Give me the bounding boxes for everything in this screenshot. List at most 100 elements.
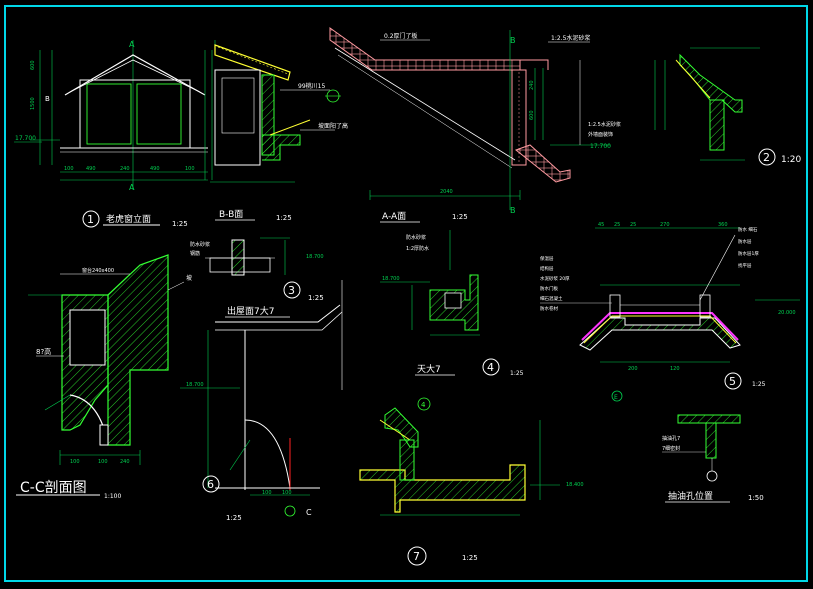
d6-number: 6 bbox=[207, 478, 214, 491]
d6-axis: C bbox=[306, 508, 312, 517]
bb-note-1: 99桃川15 bbox=[298, 82, 325, 90]
svg-text:600: 600 bbox=[30, 60, 36, 70]
d1-axis-a-bottom: A bbox=[129, 183, 135, 192]
d1-level-text: 17.700 bbox=[15, 135, 36, 142]
d4-scale: 1:25 bbox=[510, 370, 524, 377]
cc-title: C-C剖面图 bbox=[20, 480, 87, 496]
vent-note-1: 抽油孔7 bbox=[662, 435, 680, 442]
detail-cc-section: 窗台240x400 8?高 坡 100 100 240 C-C剖面图 1:100 bbox=[16, 254, 192, 500]
d7-scale: 1:25 bbox=[462, 554, 478, 562]
aa-scale: 1:25 bbox=[452, 213, 468, 221]
d5-axis: E bbox=[614, 394, 618, 401]
d5-note-7: 水泥砂浆 20厚 bbox=[540, 275, 570, 282]
detail-aa-section: 2040 240 600 0.2厚门了板 1:2.5水泥砂浆 1:2.5水泥砂浆… bbox=[329, 27, 621, 223]
d3-scale: 1:25 bbox=[308, 294, 324, 302]
d4-note-1: 防水砂浆 bbox=[406, 234, 426, 241]
d1-axis-a-top: A bbox=[129, 40, 135, 49]
d1-title: 老虎窗立面 bbox=[106, 213, 151, 225]
svg-text:240: 240 bbox=[120, 166, 130, 172]
aa-title: A-A面 bbox=[382, 211, 406, 222]
svg-text:100: 100 bbox=[64, 166, 74, 172]
svg-text:120: 120 bbox=[670, 366, 680, 372]
svg-text:25: 25 bbox=[614, 222, 620, 228]
detail-5-roof-edge: 45 25 25 270 360 200 120 防水 细石 防水层 防水层1厚 找平层… bbox=[540, 222, 800, 402]
d5-number: 5 bbox=[729, 375, 736, 388]
cc-note-1: 窗台240x400 bbox=[82, 267, 114, 274]
aa-note-1: 0.2厚门了板 bbox=[384, 32, 418, 40]
svg-text:1500: 1500 bbox=[30, 97, 36, 110]
d4-title: 天大7 bbox=[417, 363, 441, 375]
svg-text:490: 490 bbox=[86, 166, 96, 172]
bb-scale: 1:25 bbox=[276, 214, 292, 222]
aa-note-4: 外墙面装饰 bbox=[588, 131, 613, 138]
cc-note-2: 8?高 bbox=[36, 347, 51, 356]
svg-text:600: 600 bbox=[529, 110, 535, 120]
detail-7-canopy: 4 18.400 7 1:25 bbox=[359, 397, 584, 566]
d6-title: 出屋面7大7 bbox=[227, 305, 274, 317]
svg-text:200: 200 bbox=[628, 366, 638, 372]
drawing-border bbox=[4, 5, 808, 582]
detail-3-parapet: 防水砂浆 钢筋 18.700 3 1:25 bbox=[190, 237, 324, 302]
d7-level: 18.400 bbox=[566, 482, 584, 488]
d3-note-2: 钢筋 bbox=[190, 250, 200, 257]
aa-note-2: 1:2.5水泥砂浆 bbox=[551, 34, 590, 42]
cc-scale: 1:100 bbox=[104, 493, 121, 500]
detail-6-roof-exit: 18.700 100 100 出屋面7大7 6 1:25 C bbox=[180, 280, 343, 522]
d2-scale: 1:20 bbox=[781, 155, 801, 165]
detail-bb-section: 99桃川15 坡面阳了高 B-B面 1:25 bbox=[204, 40, 348, 222]
d5-scale: 1:25 bbox=[752, 381, 766, 388]
svg-text:25: 25 bbox=[630, 222, 636, 228]
d3-level: 18.700 bbox=[306, 254, 324, 260]
aa-axis-b-bottom: B bbox=[510, 206, 516, 215]
d3-number: 3 bbox=[288, 284, 295, 297]
d6-level: 18.700 bbox=[186, 382, 204, 388]
d5-note-3: 防水层1厚 bbox=[738, 250, 759, 257]
svg-text:2040: 2040 bbox=[440, 189, 453, 195]
svg-text:100: 100 bbox=[262, 490, 272, 496]
d5-note-9: 细石混凝土 bbox=[540, 295, 563, 302]
d4-number: 4 bbox=[487, 361, 494, 374]
d3-note-1: 防水砂浆 bbox=[190, 241, 210, 248]
svg-text:490: 490 bbox=[150, 166, 160, 172]
d5-note-5: 保温层 bbox=[540, 255, 554, 262]
d4-note-2: 1:2厚防水 bbox=[406, 245, 429, 252]
detail-4-gutter: 18.700 防水砂浆 1:2厚防水 天大7 4 1:25 bbox=[380, 230, 524, 377]
d1-axis-b: B bbox=[45, 95, 50, 103]
aa-axis-b-top: B bbox=[510, 36, 516, 45]
d2-number: 2 bbox=[763, 151, 770, 164]
detail-2-eave: 2 1:20 bbox=[654, 47, 801, 166]
detail-vent-position: 抽油孔7 7细密封 抽油孔位置 1:50 bbox=[662, 414, 764, 503]
svg-text:100: 100 bbox=[98, 459, 108, 465]
vent-scale: 1:50 bbox=[748, 494, 764, 502]
d1-scale: 1:25 bbox=[172, 220, 188, 228]
aa-level: 17.700 bbox=[590, 143, 611, 150]
vent-note-2: 7细密封 bbox=[662, 445, 680, 452]
d1-number: 1 bbox=[87, 213, 94, 226]
d6-scale-below: 1:25 bbox=[226, 514, 242, 522]
svg-text:100: 100 bbox=[185, 166, 195, 172]
d7-number: 7 bbox=[413, 550, 420, 563]
bb-note-2: 坡面阳了高 bbox=[318, 122, 348, 130]
d5-note-8: 防水门板 bbox=[540, 285, 558, 292]
cc-note-3: 坡 bbox=[186, 274, 192, 282]
svg-text:240: 240 bbox=[120, 459, 130, 465]
d5-note-2: 防水层 bbox=[738, 238, 752, 245]
svg-text:240: 240 bbox=[529, 80, 535, 90]
d5-note-6: 结构层 bbox=[540, 265, 554, 272]
d5-note-4: 找平层 bbox=[738, 262, 752, 269]
d7-callout: 4 bbox=[421, 401, 426, 409]
d5-note-10: 防水卷材 bbox=[540, 305, 558, 312]
d4-level: 18.700 bbox=[382, 276, 400, 282]
svg-text:270: 270 bbox=[660, 222, 670, 228]
detail-1-dormer-elevation: 100 490 240 490 100 600 1500 17.700 A A B 1… bbox=[14, 40, 208, 228]
aa-note-3: 1:2.5水泥砂浆 bbox=[588, 121, 621, 128]
svg-text:360: 360 bbox=[718, 222, 728, 228]
svg-text:100: 100 bbox=[70, 459, 80, 465]
svg-text:100: 100 bbox=[282, 490, 292, 496]
d5-note-1: 防水 细石 bbox=[738, 226, 758, 233]
bb-title: B-B面 bbox=[219, 209, 243, 220]
vent-title: 抽油孔位置 bbox=[668, 490, 713, 502]
svg-text:45: 45 bbox=[598, 222, 604, 228]
d5-level: 20.000 bbox=[778, 310, 796, 316]
